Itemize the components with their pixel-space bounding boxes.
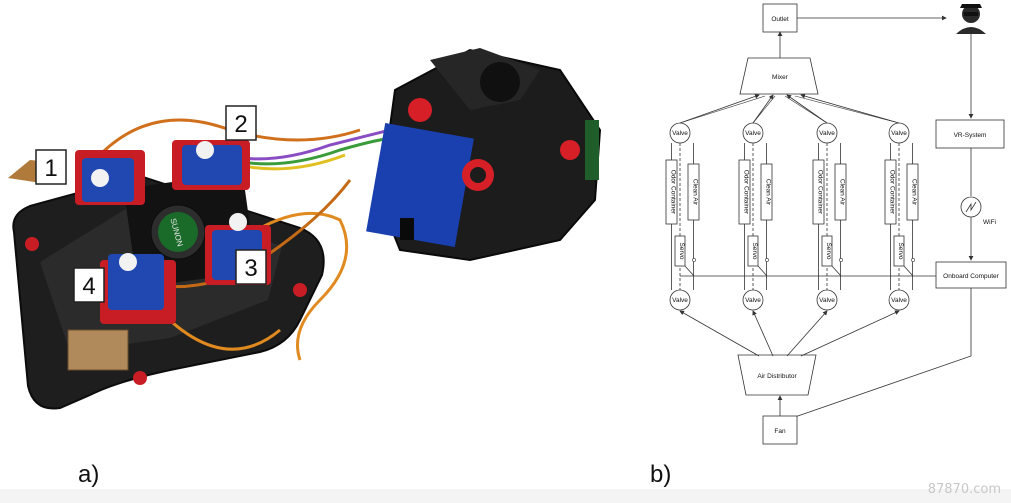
servo-label: Servo	[751, 243, 758, 260]
circuit-board	[366, 123, 474, 247]
air-distributor-box	[737, 354, 817, 396]
panel-a-label: a)	[78, 461, 100, 488]
valve-label: Valve	[745, 130, 761, 137]
svg-text:2: 2	[234, 111, 247, 138]
svg-text:4: 4	[82, 273, 95, 300]
clean-air-label: Clean Air	[692, 179, 699, 206]
mixer-box	[739, 57, 819, 95]
hacker-icon	[956, 4, 986, 34]
valve-label: Valve	[891, 297, 907, 304]
valve-label: Valve	[819, 130, 835, 137]
servo-label: Servo	[825, 243, 832, 260]
label-1: 1	[35, 149, 67, 185]
onboard-computer-box	[935, 261, 1007, 289]
clean-air-label: Clean Air	[839, 179, 846, 206]
label-4: 4	[73, 267, 105, 303]
air-distributor-label: Air Distributor	[757, 373, 797, 380]
valve-label: Valve	[891, 130, 907, 137]
servo-2	[172, 140, 250, 190]
valve-label: Valve	[745, 297, 761, 304]
odor-container-label: Odor Container	[817, 170, 824, 215]
odor-container-label: Odor Container	[743, 170, 750, 215]
onboard-computer-label: Onboard Computer	[943, 273, 999, 280]
device-photo: SUNON 1 2	[8, 48, 602, 410]
outlet-box	[762, 3, 798, 33]
servo-label: Servo	[897, 243, 904, 260]
valve-label: Valve	[672, 130, 688, 137]
watermark: 87870.com	[927, 482, 1001, 497]
outlet-label: Outlet	[771, 16, 789, 23]
servo-box	[674, 235, 686, 267]
vr-system-box	[935, 119, 1005, 149]
clean-air-label: Clean Air	[765, 179, 772, 206]
label-3: 3	[235, 249, 267, 285]
label-2: 2	[225, 105, 257, 141]
valve-label: Valve	[672, 297, 688, 304]
vr-system-label: VR-System	[954, 132, 987, 139]
servo-4	[100, 253, 176, 324]
bottom-strip	[0, 489, 1011, 503]
panel-b-label: b)	[650, 461, 672, 488]
fan-box	[762, 415, 798, 445]
clean-air-label: Clean Air	[911, 179, 918, 206]
valve-label: Valve	[819, 297, 835, 304]
odor-container-label: Odor Container	[670, 170, 677, 215]
wifi-label: WiFi	[983, 219, 996, 226]
servo-box	[747, 235, 759, 267]
svg-text:1: 1	[44, 155, 57, 182]
odor-container-label: Odor Container	[889, 170, 896, 215]
servo-1	[75, 150, 145, 205]
servo-label: Servo	[678, 243, 685, 260]
servo-box	[893, 235, 905, 267]
servo-box	[821, 235, 833, 267]
fan-label: Fan	[774, 428, 786, 435]
svg-text:3: 3	[244, 255, 257, 282]
mixer-label: Mixer	[772, 74, 789, 81]
